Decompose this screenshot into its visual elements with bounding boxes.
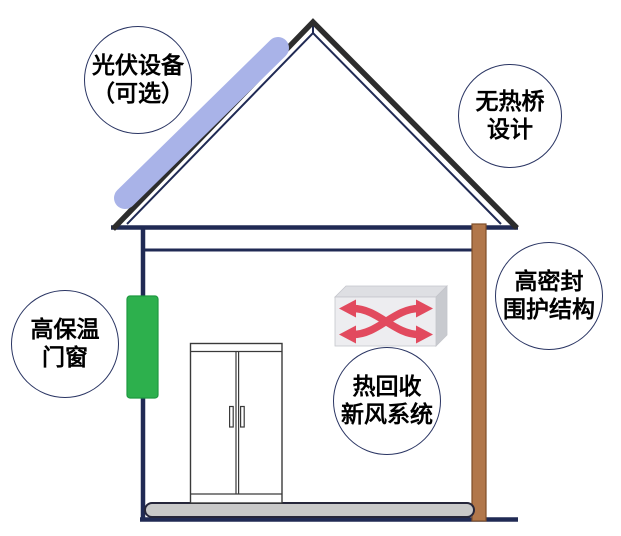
label-no-thermal-bridge: 无热桥 设计: [458, 64, 562, 168]
label-pv-line2: （可选）: [92, 81, 184, 106]
arrowhead-right-bottom: [416, 325, 433, 344]
box-top-face: [334, 285, 448, 298]
solar-panel: [114, 37, 289, 209]
label-heat-recovery-line2: 新风系统: [341, 402, 433, 427]
label-airtight-envelope: 高密封 围护结构: [495, 242, 603, 350]
wardrobe-handle-left: [229, 405, 234, 428]
label-pv-equipment: 光伏设备 （可选）: [84, 26, 192, 134]
arrowhead-left-bottom: [339, 325, 356, 344]
arrowhead-left-top: [339, 299, 356, 318]
label-insulated-windows: 高保温 门窗: [11, 290, 119, 398]
floor-slab: [144, 502, 475, 518]
roof-outline: [111, 18, 519, 231]
label-insulated-windows-line2: 门窗: [42, 345, 88, 370]
label-airtight-envelope-line1: 高密封: [514, 269, 584, 294]
wardrobe-cabinet: [189, 342, 283, 504]
label-no-thermal-bridge-line2: 设计: [487, 117, 533, 142]
exchange-arrow-up-path: [352, 304, 420, 339]
insulated-window-bar: [126, 295, 159, 399]
label-insulated-windows-line1: 高保温: [30, 317, 100, 342]
arrowhead-right-top: [416, 299, 433, 318]
sealed-wall-bar: [471, 223, 487, 522]
label-heat-recovery: 热回收 新风系统: [333, 347, 441, 455]
label-heat-recovery-line1: 热回收: [352, 374, 422, 399]
label-no-thermal-bridge-line1: 无热桥: [475, 89, 545, 114]
wardrobe-handle-right: [240, 405, 245, 428]
heat-exchange-arrows-icon: [339, 299, 433, 344]
box-side-face: [435, 285, 448, 347]
label-airtight-envelope-line2: 围护结构: [503, 297, 595, 322]
heat-exchanger-box: [334, 285, 448, 347]
label-pv-line1: 光伏设备: [92, 53, 184, 78]
